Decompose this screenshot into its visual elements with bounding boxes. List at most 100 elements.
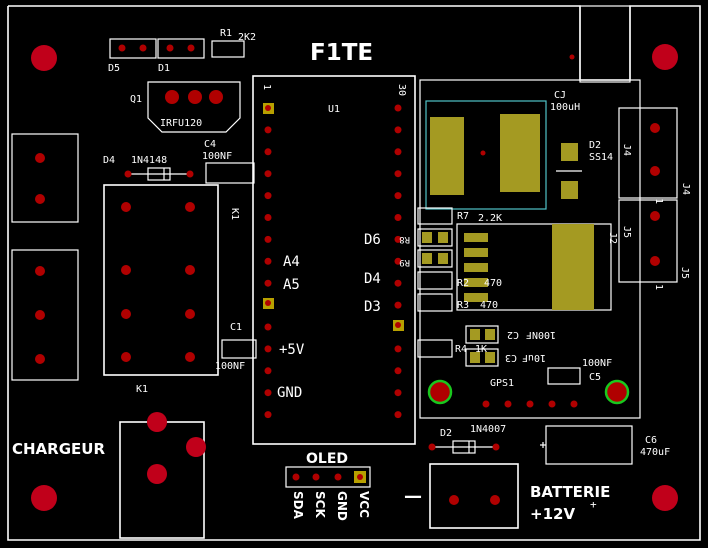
svg-text:1: 1	[261, 84, 272, 90]
header-pin	[394, 104, 402, 112]
svg-text:R8: R8	[399, 234, 410, 244]
diode-d2-ss14: D2 SS14	[556, 140, 613, 199]
header-pin	[264, 367, 272, 375]
svg-text:D2: D2	[589, 140, 601, 151]
svg-text:100NF: 100NF	[215, 361, 245, 372]
oled-pin-gnd: GND	[335, 491, 349, 521]
header-pin	[264, 345, 272, 353]
svg-text:R7: R7	[457, 211, 469, 222]
svg-text:470: 470	[480, 300, 498, 311]
svg-text:10uF: 10uF	[522, 352, 546, 363]
svg-text:C6: C6	[645, 435, 657, 446]
header-pin	[394, 279, 402, 287]
header-pin	[264, 170, 272, 178]
header-pin	[394, 411, 402, 419]
svg-text:J5: J5	[621, 226, 632, 238]
capacitor-c5: 100NF C5	[547, 358, 612, 385]
gps-module: GPS1	[427, 378, 630, 408]
svg-text:GPS1: GPS1	[490, 378, 514, 389]
board-outline	[7, 5, 701, 541]
capacitor-c1: C1 100NF	[215, 322, 257, 372]
capacitor-c3: C3 10uF	[465, 348, 546, 367]
led-d1: D1	[157, 38, 205, 74]
svg-text:IRFU120: IRFU120	[160, 118, 202, 129]
pin-label-a4: A4	[283, 254, 300, 270]
svg-text:1N4148: 1N4148	[131, 155, 167, 166]
svg-text:C3: C3	[505, 352, 517, 363]
resistor-r3: R3 470	[417, 293, 498, 312]
oled-pin-sda: SDA	[291, 491, 305, 520]
header-pin	[264, 214, 272, 221]
oled-header: OLED SDA SCK GND VCC	[285, 451, 371, 521]
battery-label: BATTERIE	[530, 483, 610, 501]
svg-text:R2: R2	[457, 278, 469, 289]
terminal-left-top	[11, 133, 79, 223]
oled-label: OLED	[306, 451, 348, 467]
svg-text:2.2K: 2.2K	[478, 213, 502, 224]
resistor-r7: R7 2.2K	[417, 207, 502, 225]
battery-voltage: +12V	[530, 505, 575, 523]
header-pin	[394, 345, 402, 353]
header-pin	[394, 148, 402, 156]
svg-text:K1: K1	[136, 384, 148, 395]
mcu-u1: U1 1 30	[252, 75, 416, 445]
resistor-r8: R8	[399, 228, 453, 247]
via	[569, 54, 575, 60]
diode-d2-1n4007: D2 1N4007	[428, 424, 506, 454]
svg-text:C2: C2	[507, 329, 519, 340]
mosfet-q1: Q1 IRFU120	[130, 81, 241, 133]
header-pin	[394, 192, 402, 200]
header-pin	[264, 148, 272, 156]
svg-text:100NF: 100NF	[526, 329, 556, 340]
inductor-cj: CJ 100uH	[425, 90, 580, 210]
resistor-r1: R1 2K2	[211, 28, 256, 58]
header-pin	[394, 301, 402, 309]
svg-text:R4: R4	[455, 344, 467, 355]
svg-text:1: 1	[653, 284, 664, 290]
header-pin	[264, 389, 272, 397]
header-pin	[394, 126, 402, 134]
pin-label-a5: A5	[283, 277, 300, 293]
svg-text:Q1: Q1	[130, 94, 142, 105]
charger-jack: CHARGEUR	[12, 412, 206, 539]
svg-text:30: 30	[396, 84, 407, 96]
header-pin	[264, 235, 272, 243]
svg-text:100NF: 100NF	[582, 358, 612, 369]
svg-text:2K2: 2K2	[238, 32, 256, 43]
svg-text:470uF: 470uF	[640, 447, 670, 458]
svg-text:D2: D2	[440, 428, 452, 439]
battery-minus: —	[404, 486, 422, 507]
mounting-holes	[31, 44, 678, 511]
resistor-r9: R9	[399, 249, 453, 268]
diode-d4: D4 1N4148	[103, 155, 194, 181]
svg-text:470: 470	[484, 278, 502, 289]
svg-text:1N4007: 1N4007	[470, 424, 506, 435]
led-d5: D5	[108, 38, 157, 74]
header-pin	[264, 126, 272, 134]
connector-j5: J5 J5 1 1	[618, 198, 690, 290]
svg-text:J5: J5	[679, 267, 690, 279]
header-pin	[394, 367, 402, 375]
terminal-left-bottom	[11, 249, 79, 381]
pin-label-gnd: GND	[277, 385, 302, 401]
oled-pin-vcc: VCC	[357, 491, 371, 518]
connector-j4: J4 J4	[618, 107, 691, 199]
svg-text:D1: D1	[158, 63, 170, 74]
svg-text:C4: C4	[204, 139, 216, 150]
svg-text:J4: J4	[680, 183, 691, 195]
resistor-r2: R2 470	[417, 271, 502, 290]
power-module-outline	[419, 79, 641, 419]
board-title: F1TE	[310, 40, 373, 66]
charger-label: CHARGEUR	[12, 440, 105, 458]
header-pin	[394, 235, 402, 243]
capacitor-c6: C6 470uF	[540, 425, 670, 465]
svg-text:K1: K1	[229, 208, 240, 220]
svg-text:J4: J4	[621, 144, 632, 156]
header-pin	[264, 411, 272, 419]
header-pin	[394, 257, 402, 265]
header-pin	[264, 279, 272, 287]
svg-text:100NF: 100NF	[202, 151, 232, 162]
pin-label-5v: +5V	[279, 342, 305, 358]
